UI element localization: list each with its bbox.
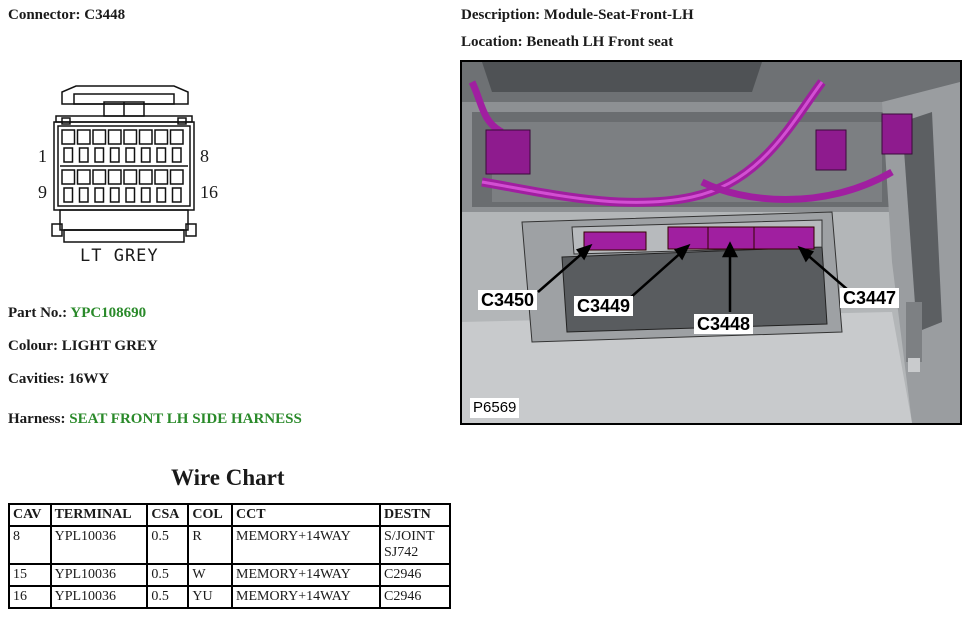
harness: Harness: SEAT FRONT LH SIDE HARNESS xyxy=(8,411,302,428)
cavity-lower xyxy=(78,147,89,163)
pin-label-1: 1 xyxy=(38,146,47,166)
cell-col: W xyxy=(187,563,233,587)
part-number: Part No.: YPC108690 xyxy=(8,305,146,322)
cavity-upper xyxy=(76,129,91,145)
cavity-lower xyxy=(109,187,120,203)
cell-terminal: YPL10036 xyxy=(49,563,149,587)
pin-label-16: 16 xyxy=(200,182,218,202)
colour-value: LIGHT GREY xyxy=(61,338,158,354)
description: Description: Module-Seat-Front-LH xyxy=(461,7,694,24)
cell-cct: MEMORY+14WAY xyxy=(231,525,381,565)
pin-label-9: 9 xyxy=(38,182,47,202)
cell-destn: S/JOINT SJ742 xyxy=(379,525,451,565)
connector-colour-caption: LT GREY xyxy=(80,246,159,266)
cell-csa: 0.5 xyxy=(146,525,190,565)
header-col: COL xyxy=(187,503,233,527)
cell-destn: C2946 xyxy=(379,563,451,587)
cavity-upper xyxy=(92,129,107,145)
cell-cav: 15 xyxy=(8,563,52,587)
connector-value: C3448 xyxy=(84,7,126,23)
header-destn: DESTN xyxy=(379,503,451,527)
table-row: 15 YPL10036 0.5 W MEMORY+14WAY C2946 xyxy=(8,563,451,587)
pin-label-8: 8 xyxy=(200,146,209,166)
header-terminal: TERMINAL xyxy=(49,503,149,527)
callout-c3450: C3450 xyxy=(478,290,538,310)
wire-chart-title: Wire Chart xyxy=(171,465,285,490)
header-cav: CAV xyxy=(8,503,52,527)
cavity-upper xyxy=(61,129,76,145)
table-row: 16 YPL10036 0.5 YU MEMORY+14WAY C2946 xyxy=(8,585,451,609)
cell-cav: 8 xyxy=(8,525,52,565)
description-value: Module-Seat-Front-LH xyxy=(543,7,694,23)
description-label: Description: xyxy=(461,7,541,23)
cell-csa: 0.5 xyxy=(146,563,190,587)
cavity-lower xyxy=(109,147,120,163)
cavity-lower xyxy=(94,187,105,203)
cell-col: R xyxy=(187,525,233,565)
cavity-upper xyxy=(107,169,122,185)
cavity-lower xyxy=(125,187,136,203)
cell-terminal: YPL10036 xyxy=(49,585,149,609)
callout-c3448: C3448 xyxy=(694,314,754,334)
cavity-lower xyxy=(140,147,151,163)
cavity-lower xyxy=(63,187,74,203)
cavity-upper xyxy=(76,169,91,185)
cavity-upper xyxy=(138,129,153,145)
cavity-lower xyxy=(171,147,182,163)
cavity-upper xyxy=(123,169,138,185)
location-illustration: C3450 C3449 C3448 C3447 P6569 xyxy=(460,60,962,425)
cavity-upper xyxy=(138,169,153,185)
table-row: 8 YPL10036 0.5 R MEMORY+14WAY S/JOINT SJ… xyxy=(8,525,451,565)
cell-terminal: YPL10036 xyxy=(49,525,149,565)
cavities-label: Cavities: xyxy=(8,371,65,387)
cell-col: YU xyxy=(187,585,233,609)
cavities: Cavities: 16WY xyxy=(8,371,109,388)
colour-label: Colour: xyxy=(8,338,58,354)
cavity-upper xyxy=(61,169,76,185)
wire-chart-header-row: CAV TERMINAL CSA COL CCT DESTN xyxy=(8,503,451,527)
connector-face-drawing xyxy=(51,85,197,243)
location: Location: Beneath LH Front seat xyxy=(461,34,673,51)
cavity-upper xyxy=(92,169,107,185)
callout-c3449: C3449 xyxy=(574,296,634,316)
harness-link[interactable]: SEAT FRONT LH SIDE HARNESS xyxy=(69,411,302,427)
location-value: Beneath LH Front seat xyxy=(526,34,674,50)
connector-id: Connector: C3448 xyxy=(8,7,125,24)
cavity-lower xyxy=(156,187,167,203)
connector-face-diagram: 1 8 9 16 LT GREY xyxy=(34,82,234,272)
cavity-upper xyxy=(154,129,169,145)
cavity-lower xyxy=(125,147,136,163)
callout-c3447: C3447 xyxy=(840,288,900,308)
header-cct: CCT xyxy=(231,503,381,527)
location-label: Location: xyxy=(461,34,523,50)
cell-cav: 16 xyxy=(8,585,52,609)
cavity-lower xyxy=(94,147,105,163)
cavity-lower xyxy=(156,147,167,163)
header-csa: CSA xyxy=(146,503,190,527)
cavity-lower xyxy=(140,187,151,203)
cell-csa: 0.5 xyxy=(146,585,190,609)
cell-cct: MEMORY+14WAY xyxy=(231,585,381,609)
wire-chart-table: CAV TERMINAL CSA COL CCT DESTN 8 YPL1003… xyxy=(8,503,451,609)
cavities-value: 16WY xyxy=(68,371,110,387)
cell-cct: MEMORY+14WAY xyxy=(231,563,381,587)
image-reference: P6569 xyxy=(470,398,520,418)
cavity-upper xyxy=(123,129,138,145)
cavity-upper xyxy=(169,129,184,145)
cavity-upper xyxy=(169,169,184,185)
cavity-lower xyxy=(63,147,74,163)
cavity-lower xyxy=(78,187,89,203)
connector-label: Connector: xyxy=(8,7,81,23)
cavity-lower xyxy=(171,187,182,203)
cavity-upper xyxy=(154,169,169,185)
colour: Colour: LIGHT GREY xyxy=(8,338,158,355)
seat-module-illustration xyxy=(462,62,960,423)
part-number-label: Part No.: xyxy=(8,305,68,321)
cell-destn: C2946 xyxy=(379,585,451,609)
part-number-link[interactable]: YPC108690 xyxy=(70,305,147,321)
harness-label: Harness: xyxy=(8,411,66,427)
cavity-upper xyxy=(107,129,122,145)
